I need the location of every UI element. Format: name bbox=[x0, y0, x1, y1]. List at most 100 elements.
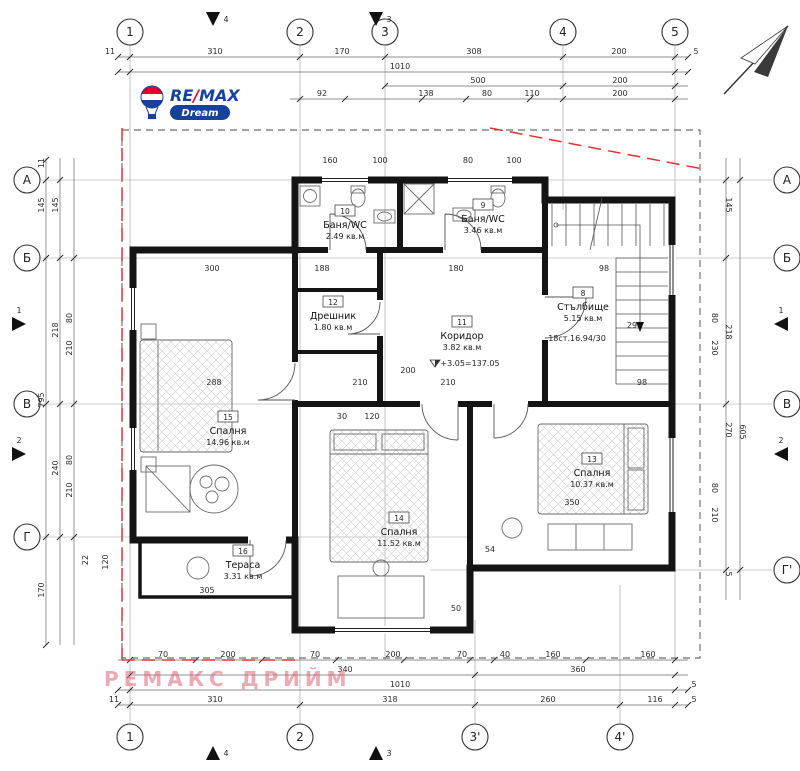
axis-bubble bbox=[13, 166, 41, 194]
terrace-table bbox=[186, 556, 210, 580]
red-marking-lines bbox=[121, 127, 704, 661]
axis-label: 2 bbox=[296, 25, 304, 39]
bed bbox=[537, 423, 649, 515]
room-number: 9 bbox=[481, 201, 486, 210]
dimension-label: 40 bbox=[500, 650, 510, 659]
dimension-label: 200 bbox=[400, 366, 415, 375]
dimension-label: 230 bbox=[710, 340, 719, 355]
stair-note: 18ст.16.94/30 bbox=[548, 334, 606, 343]
room-number: 14 bbox=[394, 514, 404, 523]
dimension-label: 260 bbox=[540, 695, 555, 704]
elevation-annotation: +3.05=137.05 bbox=[440, 359, 499, 368]
north-arrow-icon bbox=[723, 25, 789, 95]
dimension-label: 210 bbox=[710, 507, 719, 522]
section-marker bbox=[369, 12, 383, 26]
axis-bubble bbox=[606, 723, 634, 751]
room-number: 10 bbox=[340, 207, 350, 216]
dimension-label: 5 bbox=[693, 47, 698, 56]
axis-label: В bbox=[783, 397, 791, 411]
dimension-label: 80 bbox=[710, 483, 719, 493]
dimension-label: 310 bbox=[207, 695, 222, 704]
room-name: Спалня bbox=[574, 468, 611, 479]
dimension-label: 100 bbox=[506, 156, 521, 165]
section-marker-label: 2 bbox=[778, 436, 783, 445]
axis-label: 3' bbox=[470, 730, 481, 744]
dimension-label: 80 bbox=[65, 313, 74, 323]
dimension-label: 110 bbox=[524, 89, 539, 98]
dimension-label: 70 bbox=[310, 650, 320, 659]
room-number: 8 bbox=[581, 289, 586, 298]
room-number-box bbox=[581, 452, 603, 465]
axis-bubble bbox=[773, 166, 800, 194]
dimension-label: 145 bbox=[51, 197, 60, 212]
axis-label: В bbox=[23, 397, 31, 411]
dimension-label: 605 bbox=[738, 424, 747, 439]
remax-logo: RE/MAX Dream bbox=[140, 85, 240, 120]
dimension-label: 180 bbox=[448, 264, 463, 273]
room-area: 3.46 кв.м bbox=[464, 226, 502, 235]
dimension-label: 120 bbox=[101, 554, 110, 569]
dimension-label: 98 bbox=[599, 264, 609, 273]
room-name: Коридор bbox=[440, 331, 483, 342]
section-marker bbox=[206, 746, 220, 760]
dimension-label: 200 bbox=[220, 650, 235, 659]
dimension-label: 100 bbox=[372, 156, 387, 165]
room-number-box bbox=[388, 511, 410, 524]
axis-label: 5 bbox=[671, 25, 679, 39]
dimension-label: 30 bbox=[337, 412, 347, 421]
room-number-box bbox=[217, 410, 239, 423]
nightstand bbox=[140, 456, 157, 473]
room-name: Спалня bbox=[210, 426, 247, 437]
axis-bubble bbox=[286, 723, 314, 751]
dimension-label: 11 bbox=[37, 158, 46, 168]
room-name: Баня/WC bbox=[461, 214, 505, 225]
section-marker bbox=[774, 447, 788, 461]
bed bbox=[139, 339, 233, 453]
dimension-label: 200 bbox=[612, 89, 627, 98]
axis-label: А bbox=[23, 173, 32, 187]
section-marker-label: 3 bbox=[386, 749, 391, 758]
room-name: Баня/WC bbox=[323, 220, 367, 231]
section-marker bbox=[369, 746, 383, 760]
section-marker-label: 3 bbox=[386, 15, 391, 24]
chair bbox=[501, 517, 523, 539]
watermark-text: РЕМАКС ДРИЙМ bbox=[104, 667, 352, 691]
section-marker bbox=[12, 317, 26, 331]
windows bbox=[131, 178, 674, 632]
room-area: 3.31 кв.м bbox=[224, 572, 262, 581]
dimension-label: 50 bbox=[451, 604, 461, 613]
dimension-label: 210 bbox=[352, 378, 367, 387]
room-number-box bbox=[572, 286, 594, 299]
sink bbox=[373, 209, 396, 224]
dimension-label: 5 bbox=[691, 680, 696, 689]
section-marker bbox=[774, 317, 788, 331]
dimension-label: 210 bbox=[65, 340, 74, 355]
room-number: 16 bbox=[238, 547, 248, 556]
desk bbox=[337, 575, 425, 619]
section-marker-label: 1 bbox=[778, 306, 783, 315]
washing-machine bbox=[299, 185, 321, 207]
section-marker bbox=[206, 12, 220, 26]
dream-pill bbox=[170, 105, 230, 120]
dimension-label: 350 bbox=[564, 498, 579, 507]
dimension-label: 22 bbox=[81, 555, 90, 565]
dimension-label: 138 bbox=[418, 89, 433, 98]
dimension-label: 11 bbox=[109, 695, 119, 704]
level-symbol-fill bbox=[435, 360, 440, 367]
dimension-label: 5 bbox=[691, 695, 696, 704]
axis-bubble bbox=[116, 723, 144, 751]
axis-label: 4' bbox=[615, 730, 626, 744]
dimension-label: 500 bbox=[470, 76, 485, 85]
dimension-label: 145 bbox=[724, 197, 733, 212]
remax-balloon-icon bbox=[141, 86, 163, 108]
dimension-label: 210 bbox=[65, 482, 74, 497]
dimension-label: 270 bbox=[724, 422, 733, 437]
dimension-label: 170 bbox=[334, 47, 349, 56]
axis-label: Г bbox=[23, 530, 30, 544]
dimension-label: 160 bbox=[640, 650, 655, 659]
section-marker-label: 4 bbox=[223, 15, 228, 24]
dimension-label: 80 bbox=[482, 89, 492, 98]
dimension-label: 318 bbox=[382, 695, 397, 704]
room-area: 11.52 кв.м bbox=[377, 539, 421, 548]
